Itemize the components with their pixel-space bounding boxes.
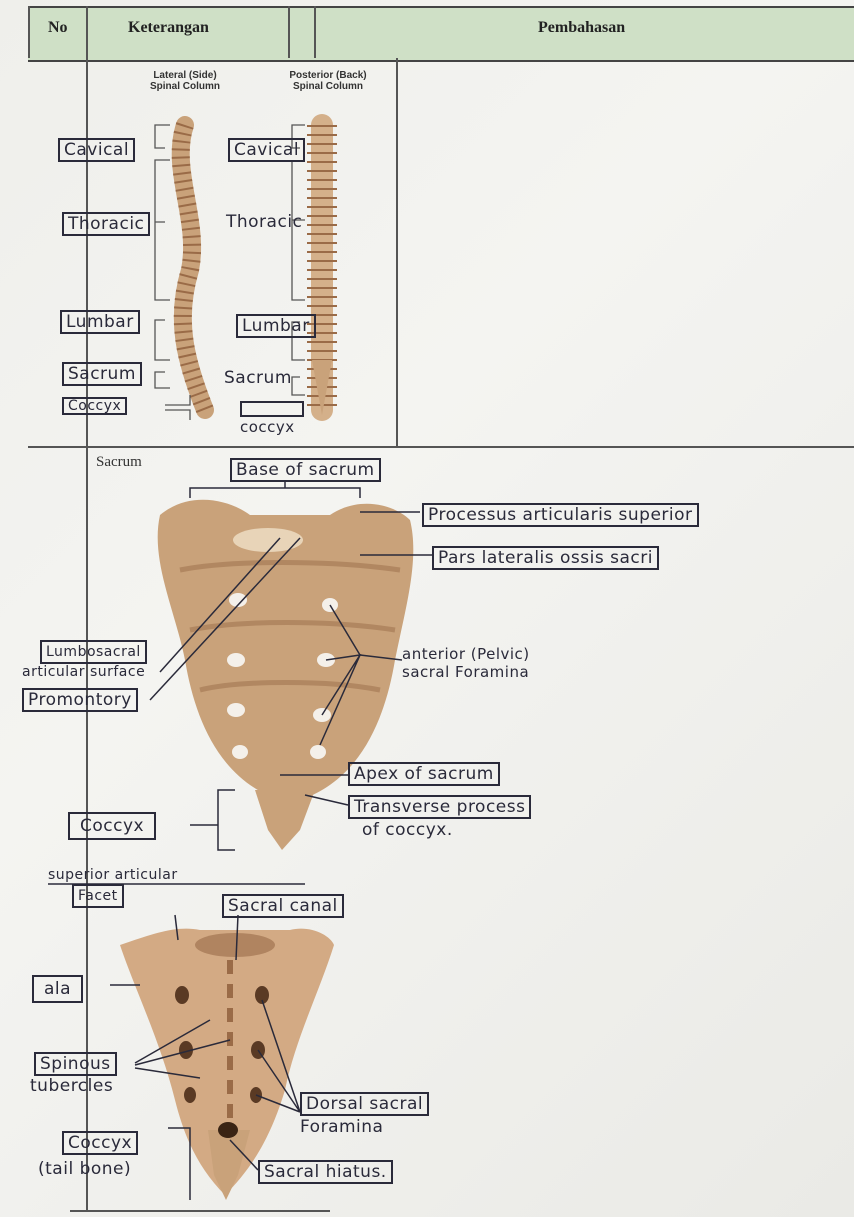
label-lateral-sacrum: Sacrum <box>62 362 142 386</box>
label-anterior-foramina: anterior (Pelvic) sacral Foramina <box>402 645 530 681</box>
sacral-promontory-surface <box>233 528 303 552</box>
label-posterior-lumbar: Lumbar <box>236 314 316 338</box>
label-posterior-cervical: Cavical <box>228 138 305 162</box>
sacral-hiatus-shape <box>218 1122 238 1138</box>
label-posterior-sacrum: Sacrum <box>224 368 292 388</box>
label-coccyx-line1: Coccyx <box>62 1131 138 1155</box>
label-apex-of-sacrum: Apex of sacrum <box>348 762 500 786</box>
label-dorsal-foramina-line1: Dorsal sacral <box>300 1092 429 1116</box>
label-transverse-line1: Transverse process <box>348 795 531 819</box>
label-coccyx-line2: (tail bone) <box>38 1159 131 1179</box>
label-ala: ala <box>32 975 83 1003</box>
label-sacral-canal: Sacral canal <box>222 894 344 918</box>
label-promontory: Promontory <box>22 688 138 712</box>
label-posterior-coccyx-box <box>240 401 304 417</box>
label-superior-facet-line1: superior articular <box>48 866 178 884</box>
label-dorsal-sacral-foramina: Dorsal sacral Foramina <box>300 1092 429 1138</box>
label-lateral-cervical: Cavical <box>58 138 135 162</box>
anterior-coccyx-illustration <box>255 790 315 850</box>
label-superior-articular-facet: superior articular Facet <box>48 866 178 908</box>
label-processus-articularis: Processus articularis superior <box>422 503 699 527</box>
label-coccyx-tail-bone: Coccyx (tail bone) <box>38 1130 138 1182</box>
label-lateral-coccyx: Coccyx <box>62 397 127 415</box>
label-anterior-foramina-line1: anterior (Pelvic) <box>402 645 530 663</box>
label-superior-facet-line2: Facet <box>72 884 124 908</box>
label-anterior-foramina-line2: sacral Foramina <box>402 663 530 681</box>
label-lateral-thoracic: Thoracic <box>62 212 150 236</box>
label-lumbosacral-surface: Lumbosacral articular surface <box>22 640 147 680</box>
label-transverse-line2: of coccyx. <box>362 820 453 840</box>
label-posterior-coccyx: coccyx <box>240 418 295 436</box>
label-spinous-line1: Spinous <box>34 1052 117 1076</box>
label-coccyx-anterior: Coccyx <box>68 812 156 840</box>
label-spinous-line2: tubercles <box>30 1076 113 1096</box>
label-base-of-sacrum: Base of sacrum <box>230 458 381 482</box>
label-sacral-hiatus: Sacral hiatus. <box>258 1160 393 1184</box>
label-spinous-tubercles: Spinous tubercles <box>30 1052 117 1096</box>
label-transverse-process: Transverse process of coccyx. <box>348 795 531 841</box>
label-posterior-thoracic: Thoracic <box>226 212 302 232</box>
label-lateral-lumbar: Lumbar <box>60 310 140 334</box>
label-pars-lateralis: Pars lateralis ossis sacri <box>432 546 659 570</box>
posterior-brackets <box>292 125 305 395</box>
label-lumbosacral-line1: Lumbosacral <box>40 640 147 664</box>
sacrum-section-title: Sacrum <box>96 454 142 471</box>
label-lumbosacral-line2: articular surface <box>22 664 145 680</box>
label-dorsal-foramina-line2: Foramina <box>300 1117 383 1137</box>
